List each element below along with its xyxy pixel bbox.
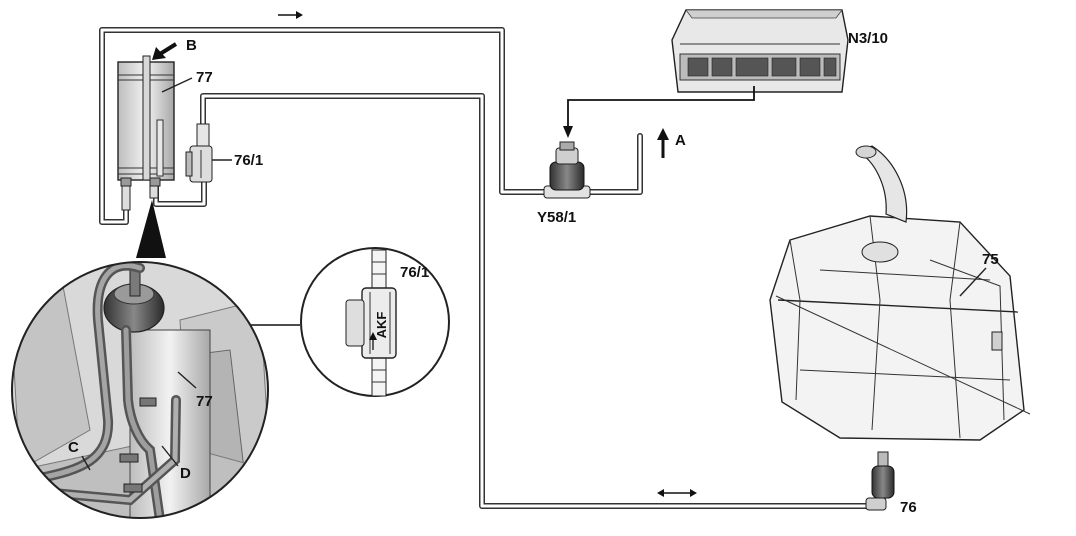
label-c: C: [68, 439, 79, 456]
label-canister: 77: [196, 69, 213, 86]
hose-network: [99, 27, 875, 509]
pressure-retaining-valve: [185, 123, 213, 183]
flow-arrow-top: [278, 11, 303, 19]
akf-arrow-head: [369, 332, 377, 340]
shutoff-valve: [865, 451, 895, 511]
detail-pointer: [136, 200, 166, 258]
label-b: B: [186, 37, 197, 54]
arrow-a: [657, 128, 669, 158]
svg-text:AKF: AKF: [374, 312, 389, 339]
engine-control-unit: [671, 9, 849, 93]
label-tank: 75: [982, 251, 999, 268]
arrow-b: [152, 42, 178, 60]
label-purge-valve: Y58/1: [537, 209, 576, 226]
control-signal-line: [563, 86, 755, 138]
label-shutoff-valve: 76: [900, 499, 917, 516]
label-detail-canister: 77: [196, 393, 213, 410]
fuel-tank: [769, 145, 1031, 441]
detail-magnified-valve: [195, 247, 450, 397]
label-pressure-valve: 76/1: [234, 152, 263, 169]
flow-arrow-bidirectional: [657, 489, 697, 497]
detail-magnified-canister: [11, 261, 269, 519]
purge-control-valve: [543, 141, 591, 199]
leader-tank: [959, 267, 987, 297]
label-d: D: [180, 465, 191, 482]
activated-charcoal-canister: [117, 55, 175, 211]
label-arrow-a: A: [675, 132, 686, 149]
akf-marking: AKF: [374, 312, 389, 339]
label-detail-valve: 76/1: [400, 264, 429, 281]
leader-lines: [161, 77, 232, 161]
detail-leader-lines: [81, 371, 197, 471]
label-ecu: N3/10: [848, 30, 888, 47]
